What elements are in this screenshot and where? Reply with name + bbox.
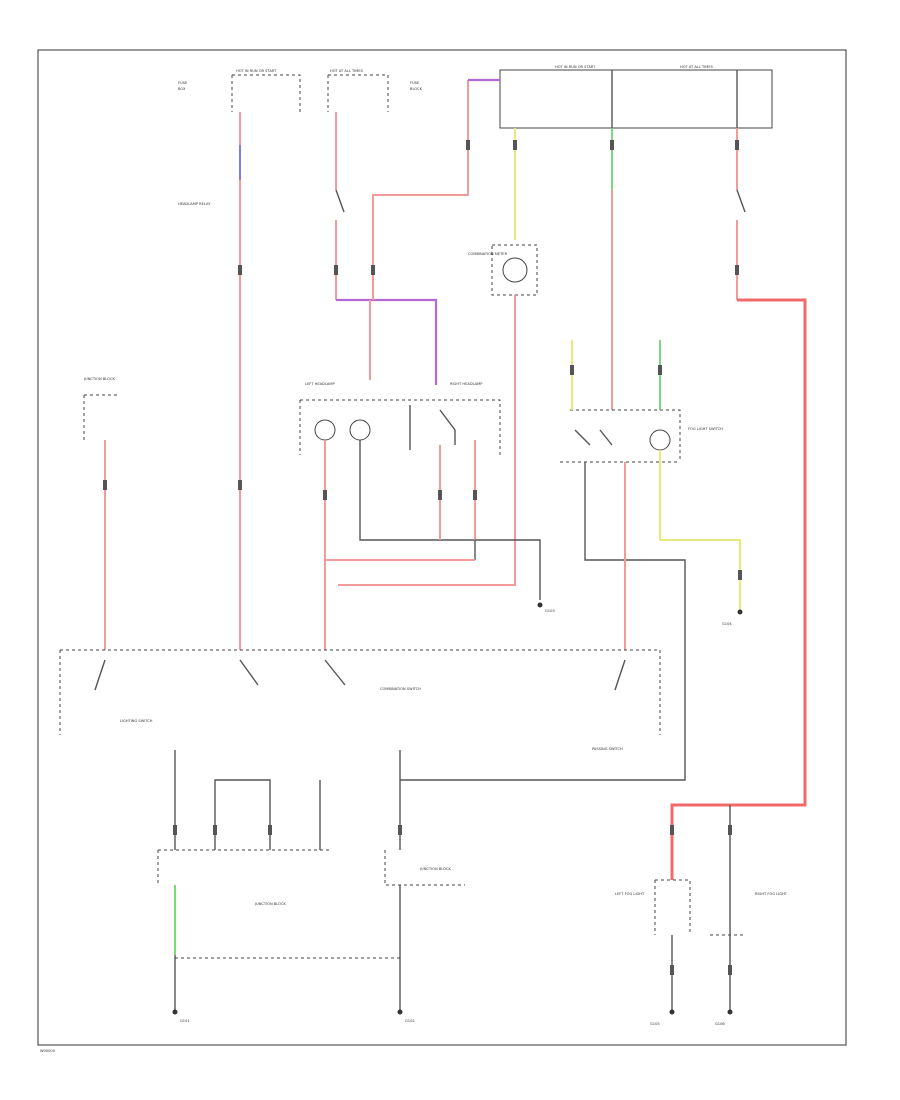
left-junction-label: JUNCTION BLOCK: [83, 377, 115, 381]
lamp-right-icon: [349, 419, 371, 441]
bottom-junction-right-label: JUNCTION BLOCK: [419, 867, 451, 871]
combination-switch-label: COMBINATION SWITCH: [380, 687, 421, 691]
ground-label-g4: G104: [722, 622, 732, 626]
svg-text:BOX: BOX: [178, 87, 186, 91]
fuse-block-left: HOT IN RUN OR START FUSE BOX: [178, 69, 301, 112]
lighting-switch-label: LIGHTING SWITCH: [120, 719, 153, 723]
combination-meter-label: COMBINATION METER: [468, 252, 508, 256]
svg-text:FUSE: FUSE: [410, 81, 420, 85]
fuse-label-1: HOT IN RUN OR START: [236, 69, 277, 73]
connectors: [103, 140, 742, 975]
fog-light-switch: FOG LIGHT SWITCH: [560, 409, 723, 463]
footer-code: W00000: [40, 1049, 56, 1053]
headlamp-relay: LEFT HEADLAMP RIGHT HEADLAMP: [299, 382, 501, 455]
ground-g3: [537, 602, 543, 608]
left-fog-light: LEFT FOG LIGHT: [615, 879, 691, 935]
left-fog-label: LEFT FOG LIGHT: [615, 892, 645, 896]
ground-g6: [727, 1009, 733, 1015]
lamp-left-label: LEFT HEADLAMP: [305, 382, 335, 386]
ground-g4: [737, 609, 743, 615]
ground-label-g5: G105: [650, 1022, 660, 1026]
ground-label-g6: G106: [715, 1022, 725, 1026]
bottom-junction-left: JUNCTION BLOCK: [157, 849, 332, 906]
right-fog-label: RIGHT FOG LIGHT: [755, 892, 788, 896]
headlamp-relay-label: HEADLAMP RELAY: [178, 202, 211, 206]
right-fog-light: RIGHT FOG LIGHT: [710, 892, 788, 936]
combination-switch: COMBINATION SWITCH LIGHTING SWITCH PASSI…: [59, 649, 661, 751]
fog-indicator-icon: [649, 429, 671, 451]
diagram-frame: [37, 49, 847, 1046]
lamp-left-icon: [314, 419, 336, 441]
ground-label-g3: G103: [545, 609, 555, 613]
lamp-right-label: RIGHT HEADLAMP: [450, 382, 483, 386]
fuse-label-2: HOT AT ALL TIMES: [330, 69, 364, 73]
ground-label-g2: G102: [405, 1019, 415, 1023]
ground-g2: [397, 1009, 403, 1015]
svg-text:BLOCK: BLOCK: [410, 87, 423, 91]
fuse-block-mid: HOT AT ALL TIMES FUSE BLOCK: [327, 69, 423, 112]
ground-g5: [669, 1009, 675, 1015]
fuse-label-4: HOT AT ALL TIMES: [680, 65, 714, 69]
bottom-junction-right: JUNCTION BLOCK: [384, 850, 465, 886]
passing-switch-label: PASSING SWITCH: [592, 747, 623, 751]
ground-label-g1: G101: [180, 1019, 190, 1023]
bottom-junction-left-label: JUNCTION BLOCK: [254, 902, 286, 906]
svg-text:FUSE: FUSE: [178, 81, 188, 85]
fuse-block-right: HOT IN RUN OR START HOT AT ALL TIMES: [499, 65, 773, 129]
fuse-label-3: HOT IN RUN OR START: [555, 65, 596, 69]
ground-g1: [172, 1009, 178, 1015]
fog-switch-label: FOG LIGHT SWITCH: [688, 427, 723, 431]
combination-meter-lamp: [502, 257, 528, 283]
